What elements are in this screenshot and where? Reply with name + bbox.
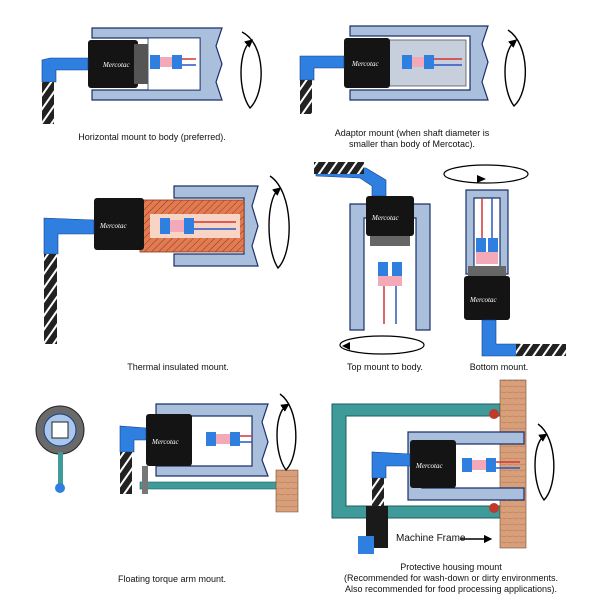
arm-bracket — [142, 466, 148, 494]
pink-sleeve — [160, 57, 172, 67]
mercotac-body — [146, 414, 192, 466]
cable — [372, 478, 384, 510]
rotation-arrow — [240, 31, 262, 110]
caption-adaptor-line2: smaller than body of Mercotac). — [348, 139, 476, 149]
torque-arm — [139, 481, 285, 490]
mercotac-body — [464, 276, 510, 320]
brand-logo: Mercotac — [151, 438, 179, 446]
caption-protective-line2: (Recommended for wash-down or dirty envi… — [343, 573, 559, 583]
panel-bottom-mount: Mercotac — [443, 164, 566, 357]
pink-sleeve — [216, 434, 230, 444]
caption-horizontal: Horizontal mount to body (preferred). — [78, 132, 226, 142]
shaft-housing — [173, 185, 259, 267]
rotation-arrow — [443, 164, 529, 184]
elbow-connector — [481, 319, 521, 357]
elbow-connector — [371, 451, 411, 479]
shaft-housing — [349, 25, 489, 101]
cable — [300, 80, 312, 114]
caption-top-mount: Top mount to body. — [347, 362, 423, 372]
seal — [489, 409, 499, 419]
elbow-connector — [119, 425, 147, 453]
cable-connector — [230, 432, 240, 446]
cable-connector — [486, 458, 496, 472]
cable — [44, 254, 57, 344]
elbow-connector — [41, 57, 89, 83]
elbow-connector — [299, 55, 345, 81]
rotation-arrow — [276, 393, 297, 472]
brand-logo: Mercotac — [99, 222, 127, 230]
pink-sleeve — [476, 252, 498, 264]
panel-horizontal-mount: Mercotac — [41, 27, 262, 124]
cable-connector — [392, 262, 402, 276]
rotation-arrow — [268, 175, 290, 270]
caption-bottom-mount: Bottom mount. — [469, 362, 529, 372]
cable-connector — [184, 218, 194, 234]
cable-connector — [402, 55, 412, 69]
cable-connector — [206, 432, 216, 446]
panel-thermal-mount: Mercotac — [43, 175, 290, 344]
shaft-housing — [155, 403, 269, 477]
cable-connector — [462, 458, 472, 472]
pink-sleeve — [412, 57, 424, 67]
brand-logo: Mercotac — [351, 60, 379, 68]
gland-nut — [358, 536, 374, 554]
machine-frame-wood — [499, 379, 527, 549]
rotation-arrow — [339, 335, 425, 355]
brand-logo: Mercotac — [469, 296, 497, 304]
caption-floating: Floating torque arm mount. — [117, 574, 227, 584]
brand-logo: Mercotac — [415, 462, 443, 470]
elbow-connector — [43, 217, 95, 255]
mercotac-body — [88, 40, 138, 88]
cable-connector — [476, 238, 486, 252]
mercotac-body — [94, 198, 144, 250]
cable-connector — [424, 55, 434, 69]
cable — [120, 452, 132, 494]
caption-adaptor-line1: Adaptor mount (when shaft diameter is — [334, 128, 490, 138]
flange — [370, 236, 410, 246]
cable-connector — [488, 238, 498, 252]
caption-protective-line1: Protective housing mount — [400, 562, 502, 572]
shaft-housing — [349, 203, 431, 331]
cable — [516, 344, 566, 356]
flange — [468, 266, 506, 276]
rotation-arrow-head — [477, 175, 486, 183]
cable — [42, 82, 54, 124]
rotation-arrow-head — [342, 342, 350, 350]
rotation-arrow — [534, 423, 555, 502]
panel-adaptor-mount: Mercotac — [299, 25, 526, 114]
cable-connector-right — [172, 55, 182, 69]
mercotac-body — [366, 196, 414, 236]
cable-connector-left — [150, 55, 160, 69]
cable — [314, 162, 364, 174]
brand-logo: Mercotac — [371, 214, 399, 222]
panel-floating-mount: Mercotac — [35, 393, 299, 513]
mercotac-body — [410, 440, 456, 488]
mercotac-body — [344, 38, 390, 88]
caption-protective-line3: Also recommended for food processing app… — [344, 584, 558, 594]
pink-sleeve — [378, 276, 402, 286]
panel-top-mount: Mercotac — [314, 162, 431, 355]
rotation-arrow — [504, 29, 526, 108]
caption-thermal: Thermal insulated mount. — [127, 362, 229, 372]
pink-sleeve — [170, 220, 184, 232]
label-machine-frame: Machine Frame — [396, 533, 466, 544]
cable-connector — [160, 218, 170, 234]
pink-sleeve — [472, 460, 486, 470]
brand-logo: Mercotac — [102, 61, 130, 69]
panel-protective-mount: Mercotac — [331, 379, 555, 554]
seal — [489, 503, 499, 513]
torque-arm-pin — [55, 483, 65, 493]
body-flange — [134, 44, 148, 84]
machine-frame-wood — [275, 469, 299, 513]
torque-arm-rod — [58, 452, 63, 492]
cable-connector — [378, 262, 388, 276]
end-view-core — [51, 421, 69, 439]
